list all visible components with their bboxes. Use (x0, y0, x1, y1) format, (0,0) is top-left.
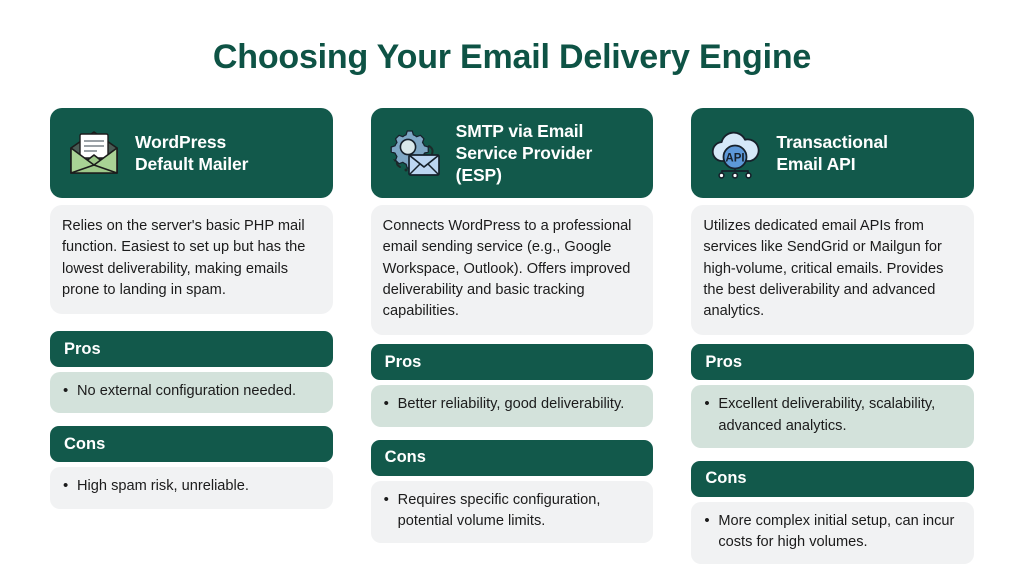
card-title-line1: Transactional (776, 131, 888, 152)
card-description: Utilizes dedicated email APIs from servi… (691, 205, 975, 336)
list-item: Excellent deliverability, scalability, a… (701, 393, 962, 436)
card-title-line1: SMTP via Email (455, 120, 584, 141)
cons-section: Cons High spam risk, unreliable. (50, 426, 333, 509)
card-title: Transactional Email API (776, 131, 888, 175)
card-title-line3: (ESP) (455, 165, 502, 186)
pros-section: Pros Better reliability, good deliverabi… (370, 344, 654, 427)
card-header: API Transactional Email API (691, 108, 975, 198)
pros-header: Pros (691, 344, 975, 381)
page-title: Choosing Your Email Delivery Engine (212, 38, 812, 76)
card-header: WordPress Default Mailer (50, 108, 333, 198)
cons-section: Cons Requires specific configuration, po… (370, 439, 654, 543)
cons-header: Cons (50, 426, 333, 463)
card-description: Connects WordPress to a professional ema… (370, 205, 654, 336)
card-title-line2: Email API (776, 154, 856, 174)
pros-body: No external configuration needed. (50, 372, 333, 414)
cons-body: Requires specific configuration, potenti… (370, 480, 654, 543)
pros-body: Better reliability, good deliverability. (370, 385, 654, 427)
card-header: SMTP via Email Service Provider (ESP) (370, 108, 654, 198)
card-description: Relies on the server's basic PHP mail fu… (50, 205, 333, 315)
card-title-line2: Default Mailer (135, 154, 249, 174)
pros-header: Pros (50, 331, 333, 368)
open-envelope-icon (66, 125, 122, 181)
cons-header: Cons (370, 439, 654, 476)
pros-section: Pros Excellent deliverability, scalabili… (691, 344, 975, 448)
cons-body: More complex initial setup, can incur co… (691, 501, 975, 565)
api-badge-text: API (726, 153, 745, 165)
list-item: No external configuration needed. (60, 380, 321, 402)
pros-section: Pros No external configuration needed. (50, 331, 333, 414)
cons-section: Cons More complex initial setup, can inc… (691, 460, 975, 565)
cloud-api-icon: API (707, 125, 763, 181)
gear-envelope-icon (387, 125, 443, 181)
card-title-line2: Service Provider (455, 142, 593, 163)
card-transactional-email-api: API Transactional Email API Utilizes ded… (691, 108, 975, 565)
card-title-line1: WordPress (135, 131, 227, 152)
pros-body: Excellent deliverability, scalability, a… (691, 385, 975, 448)
card-title: WordPress Default Mailer (135, 131, 248, 175)
card-smtp-via-esp: SMTP via Email Service Provider (ESP) Co… (370, 108, 654, 564)
list-item: More complex initial setup, can incur co… (701, 510, 962, 553)
list-item: Better reliability, good deliverability. (381, 393, 642, 415)
cons-header: Cons (691, 460, 975, 497)
comparison-cards: WordPress Default Mailer Relies on the s… (50, 108, 975, 565)
cons-body: High spam risk, unreliable. (50, 467, 333, 509)
list-item: High spam risk, unreliable. (60, 475, 321, 497)
list-item: Requires specific configuration, potenti… (381, 489, 642, 532)
pros-header: Pros (370, 344, 654, 381)
card-wordpress-default-mailer: WordPress Default Mailer Relies on the s… (50, 108, 333, 564)
card-title: SMTP via Email Service Provider (ESP) (456, 120, 593, 186)
